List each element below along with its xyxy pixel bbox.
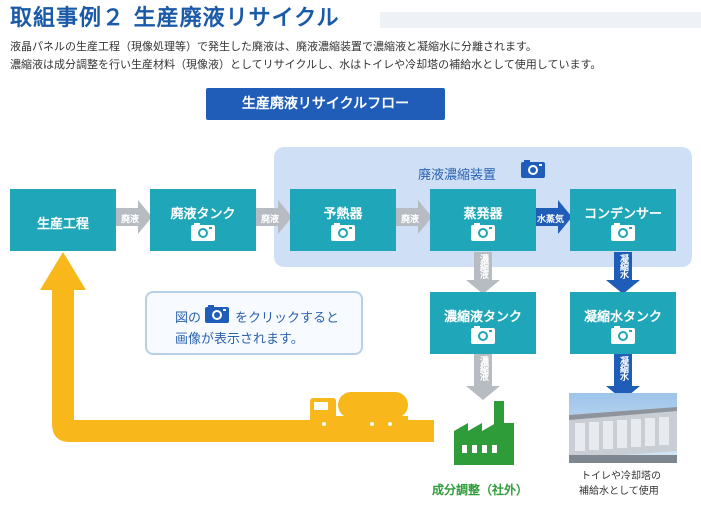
page-title: 取組事例２ 生産廃液リサイクル <box>10 6 340 31</box>
node-condensed-water-tank: 凝縮水タンク <box>570 292 676 354</box>
camera-icon[interactable] <box>191 223 215 241</box>
node-production: 生産工程 <box>10 189 116 251</box>
arrow-concentrate-2 <box>466 354 500 400</box>
camera-icon[interactable] <box>471 326 495 344</box>
arrow-condensed-2 <box>606 354 640 400</box>
tanker-truck-icon <box>310 392 408 429</box>
arrow-vapor <box>536 200 572 234</box>
factory-icon <box>454 401 514 465</box>
arrow-concentrate-1 <box>466 252 500 294</box>
device-label-text: 廃液濃縮装置 <box>418 168 497 183</box>
arrow-developer-return <box>40 252 434 442</box>
camera-icon[interactable] <box>611 223 635 241</box>
arrow-waste-2 <box>256 200 292 234</box>
cooling-tower-photo <box>569 393 677 463</box>
factory-label: 成分調整（社外） <box>432 483 529 497</box>
note-line-1: 図のをクリックすると <box>175 311 340 326</box>
camera-icon <box>205 305 229 323</box>
arrow-waste-3 <box>396 200 432 234</box>
camera-icon[interactable] <box>521 160 545 178</box>
title-bar: 取組事例２ 生産廃液リサイクル <box>0 0 701 31</box>
description-line-2: 濃縮液は成分調整を行い生産材料（現像液）としてリサイクルし、水はトイレや冷却塔の… <box>10 58 602 71</box>
node-preheater: 予熱器 <box>290 189 396 251</box>
description-line-1: 液晶パネルの生産工程（現像処理等）で発生した廃液は、廃液濃縮装置で濃縮液と凝縮水… <box>10 40 537 53</box>
flow-header: 生産廃液リサイクルフロー <box>206 88 445 120</box>
camera-hint-note: 図のをクリックすると 画像が表示されます。 <box>145 291 363 355</box>
node-evaporator: 蒸発器 <box>430 189 536 251</box>
node-concentrate-tank: 濃縮液タンク <box>430 292 536 354</box>
camera-icon[interactable] <box>331 223 355 241</box>
arrow-condensed-1 <box>606 252 640 294</box>
node-condenser: コンデンサー <box>570 189 676 251</box>
photo-caption-line-1: トイレや冷却塔の <box>581 471 661 482</box>
arrow-waste-1 <box>116 200 152 234</box>
label-developer: 現像液 <box>222 448 252 459</box>
title-underline <box>380 12 701 28</box>
node-waste-tank: 廃液タンク <box>150 189 256 251</box>
photo-caption-line-2: 補給水として使用 <box>579 486 659 497</box>
concentration-device-label: 廃液濃縮装置 <box>418 164 496 183</box>
note-line-2: 画像が表示されます。 <box>175 332 304 347</box>
camera-icon[interactable] <box>471 223 495 241</box>
camera-icon[interactable] <box>611 326 635 344</box>
